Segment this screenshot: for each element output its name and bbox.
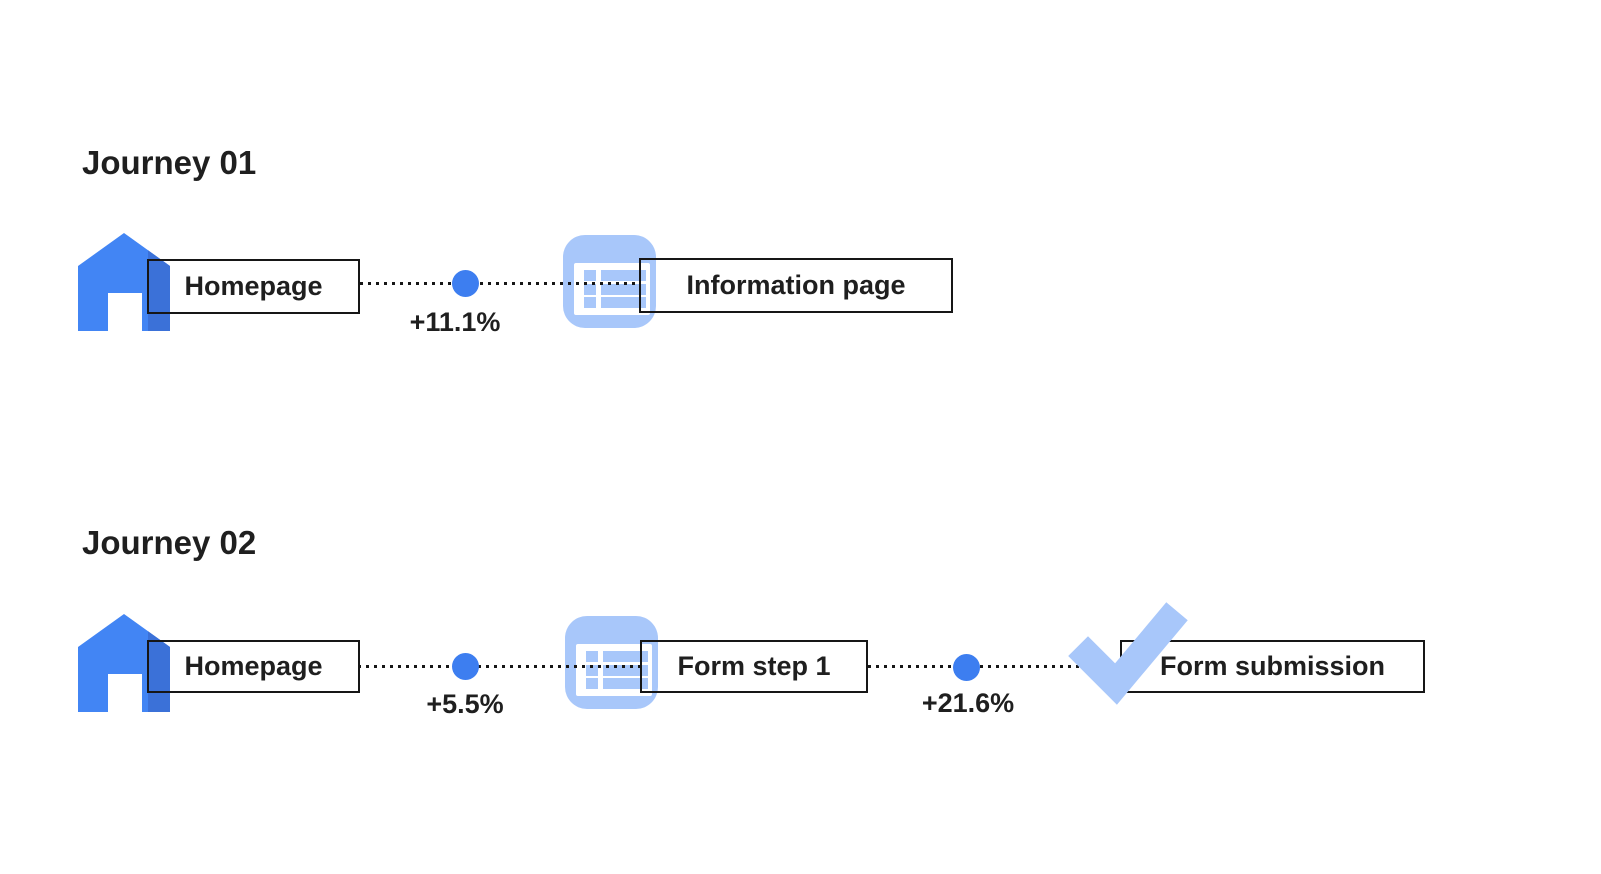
node-label: Form submission — [1159, 651, 1386, 681]
node-box-fill — [1120, 640, 1425, 693]
dotted-connector — [868, 665, 1121, 668]
node-box-form-step-1: Form step 1 — [640, 640, 868, 693]
journey-2-title: Journey 02 — [82, 524, 257, 561]
node-label: Homepage — [184, 651, 323, 681]
page-sheet — [576, 644, 652, 696]
node-box-fill — [639, 258, 953, 313]
dotted-connector — [360, 282, 640, 285]
node-box-homepage: Homepage — [147, 259, 360, 314]
transition-dot — [452, 653, 479, 680]
transition-change-label: +11.1% — [409, 307, 501, 337]
node-box-fill — [147, 640, 360, 693]
node-label: Form step 1 — [677, 651, 831, 681]
journey-1-title: Journey 01 — [82, 144, 257, 181]
page-sheet — [574, 263, 650, 315]
checkmark-icon — [1068, 602, 1188, 705]
transition-change-label: +5.5% — [426, 689, 504, 719]
node-label: Homepage — [184, 271, 323, 301]
transition-change-label: +21.6% — [921, 688, 1015, 718]
node-box-form-submission: Form submission — [1120, 640, 1425, 693]
node-box-fill — [147, 259, 360, 314]
node-box-fill — [640, 640, 868, 693]
transition-dot — [452, 270, 479, 297]
node-label: Information page — [686, 270, 906, 300]
form-step-icon — [565, 616, 658, 709]
dotted-connector — [358, 665, 640, 668]
node-box-homepage: Homepage — [147, 640, 360, 693]
node-box-information-page: Information page — [639, 258, 953, 313]
transition-dot — [953, 654, 980, 681]
